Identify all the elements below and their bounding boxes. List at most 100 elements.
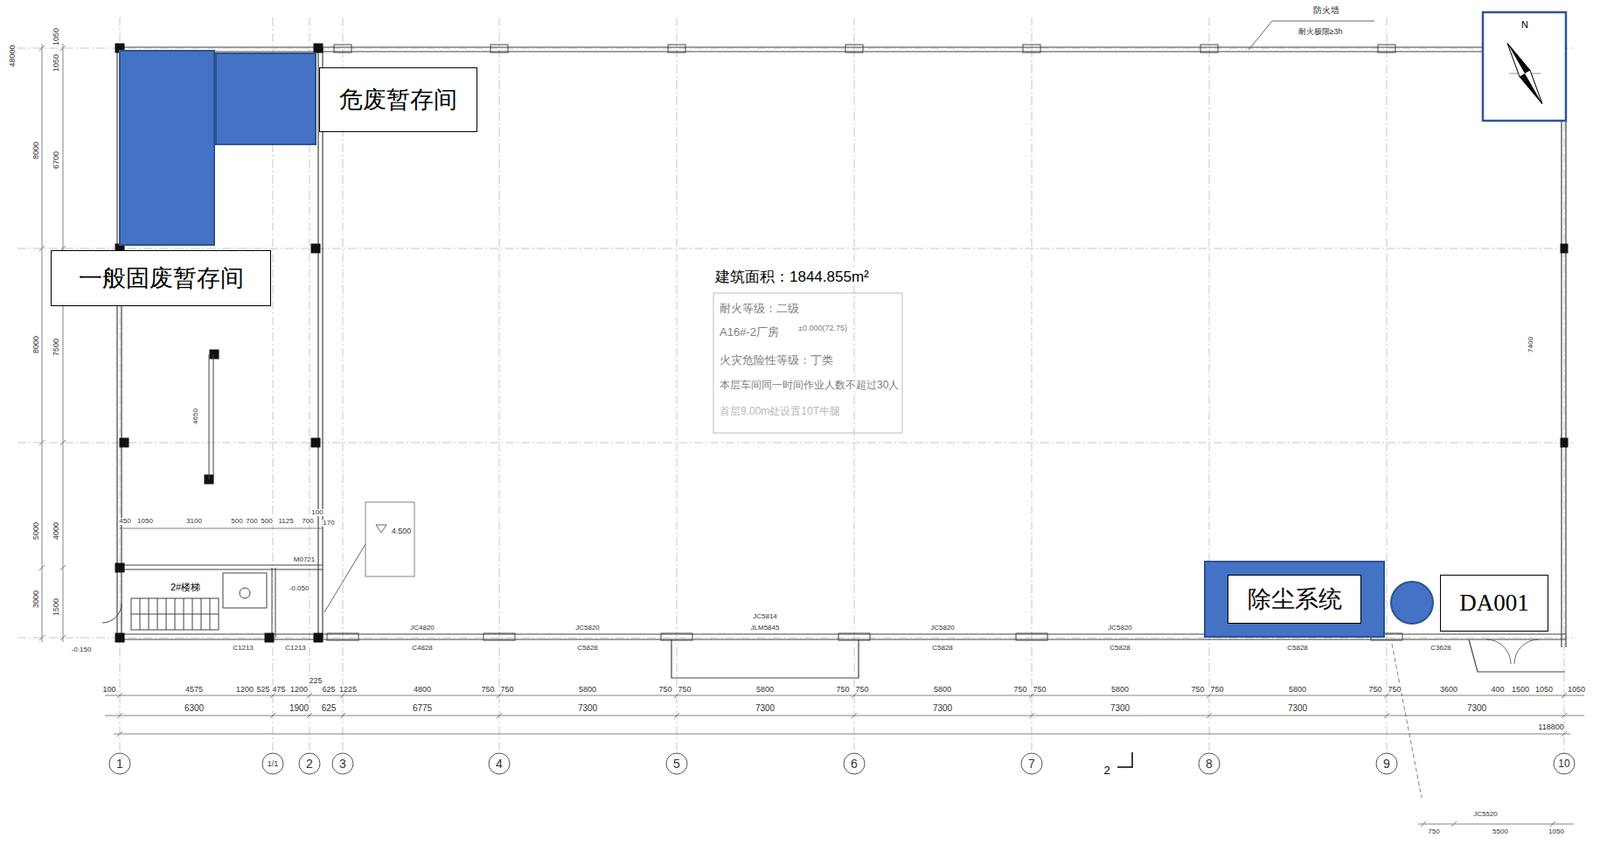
dimension-text: 48000 xyxy=(8,43,17,68)
axis-bubble xyxy=(299,752,320,774)
drawing-label: 500 xyxy=(259,517,273,525)
leader-line xyxy=(324,20,1375,613)
stair-room xyxy=(271,567,273,638)
axis-number: 5 xyxy=(672,757,682,770)
drawing-label: 1050 xyxy=(136,517,154,525)
building-wall xyxy=(119,46,1566,48)
structural-column xyxy=(1560,438,1569,448)
structural-column xyxy=(311,243,321,254)
steel-column xyxy=(326,44,1403,640)
drawing-label: 400 xyxy=(1489,685,1505,694)
structural-column xyxy=(115,43,1569,643)
dimension-line xyxy=(41,43,43,642)
drawing-label: 100 xyxy=(101,685,117,694)
room-label-box: 一般固废暂存间 xyxy=(50,250,272,307)
steel-column xyxy=(838,633,870,640)
drawing-label: 700 xyxy=(244,517,258,525)
axis-grid xyxy=(17,48,1574,49)
dimension-text: 4650 xyxy=(192,407,200,425)
drawing-label: 2#楼梯 xyxy=(169,582,202,592)
steel-column xyxy=(483,633,515,640)
crane-beam xyxy=(213,354,215,480)
drawing-label: 1050 xyxy=(1547,827,1566,835)
node-text: 除尘系统 xyxy=(1227,574,1362,624)
drawing-label: 750 xyxy=(1386,685,1402,694)
dimension-line xyxy=(113,733,1571,735)
node-text: 一般固废暂存间 xyxy=(78,264,244,293)
section-mark xyxy=(1117,751,1133,767)
axis-number: 4 xyxy=(494,757,504,770)
drawing-label: 1900 xyxy=(288,703,310,713)
north-arrow xyxy=(1482,12,1566,121)
drawing-label: 5500 xyxy=(1491,827,1510,835)
steel-column xyxy=(490,44,508,53)
drawing-label: 750 xyxy=(1031,685,1047,694)
dimension-text: 8000 xyxy=(32,334,41,355)
dimension-text: 7500 xyxy=(52,337,61,357)
dimension-text: 8000 xyxy=(32,140,41,160)
drawing-label: 750 xyxy=(657,685,673,694)
stair-room xyxy=(102,603,122,623)
leader-line xyxy=(1248,20,1375,50)
drawing-label: 750 xyxy=(1189,685,1205,694)
axis-bubble xyxy=(843,752,865,774)
dimension-text: 1050 xyxy=(52,53,61,73)
steel-column xyxy=(1015,633,1048,640)
drawing-label: 750 xyxy=(1012,685,1028,694)
leader-line xyxy=(365,501,415,577)
dimension-line xyxy=(60,45,66,640)
drawing-label: 1050 xyxy=(1534,685,1554,694)
drawing-label: C5828 xyxy=(576,644,599,652)
axis-grid xyxy=(1209,17,1211,753)
drawing-label: 225 xyxy=(307,676,323,685)
dimension-line xyxy=(39,43,1585,827)
steel-column xyxy=(333,44,352,53)
drawing-label: 750 xyxy=(854,685,870,694)
drawing-label: 100 xyxy=(310,508,324,516)
drawing-label: JC5820 xyxy=(574,624,601,632)
drawing-label: 475 xyxy=(271,685,286,694)
structural-column xyxy=(115,633,126,643)
drawing-label: C3628 xyxy=(1429,644,1453,652)
building-wall xyxy=(117,47,1566,678)
drawing-label: 耐火极限≥3h xyxy=(1297,27,1344,36)
north-arrow xyxy=(1482,12,1566,121)
building-wall xyxy=(317,48,319,638)
building-note: ±0.000(72.75) xyxy=(797,324,849,333)
axis-number: 1 xyxy=(115,757,125,770)
dimension-text: 6700 xyxy=(52,150,61,170)
stair-room xyxy=(239,587,251,599)
drawing-label: 3600 xyxy=(1439,685,1459,694)
axis-number: 8 xyxy=(1204,757,1214,770)
node-text: DA001 xyxy=(1459,588,1530,617)
dimension-text: 7400 xyxy=(1527,335,1535,354)
structural-column xyxy=(1560,243,1569,254)
drawing-label: 6300 xyxy=(183,703,205,713)
dimension-line xyxy=(117,712,1567,718)
drawing-label: 5800 xyxy=(1287,685,1308,694)
building-wall xyxy=(671,639,859,678)
axis-grid xyxy=(17,442,1574,444)
building-wall xyxy=(1560,120,1562,647)
drawing-label: 1500 xyxy=(1510,685,1531,694)
north-arrow xyxy=(1502,40,1548,107)
dimension-line xyxy=(39,45,45,640)
dimension-line xyxy=(1391,643,1422,798)
drawing-label: 7300 xyxy=(1109,703,1131,713)
drawing-label: C5828 xyxy=(931,644,954,652)
crane-beam xyxy=(208,354,210,480)
drawing-label: 750 xyxy=(499,685,515,694)
structural-column xyxy=(115,563,126,573)
crane-beam xyxy=(208,354,214,480)
drawing-label: JC5520 xyxy=(1472,810,1499,818)
drawing-label: JC4820 xyxy=(409,624,436,632)
axis-number: 3 xyxy=(338,757,348,770)
building-note: A16#-2厂房 xyxy=(718,326,780,338)
leader-line xyxy=(375,524,387,533)
dimension-line xyxy=(1420,820,1556,827)
axis-number: 6 xyxy=(849,757,859,770)
drawing-label: M0721 xyxy=(292,556,316,564)
building-note: 建筑面积：1844.855m² xyxy=(714,269,870,285)
